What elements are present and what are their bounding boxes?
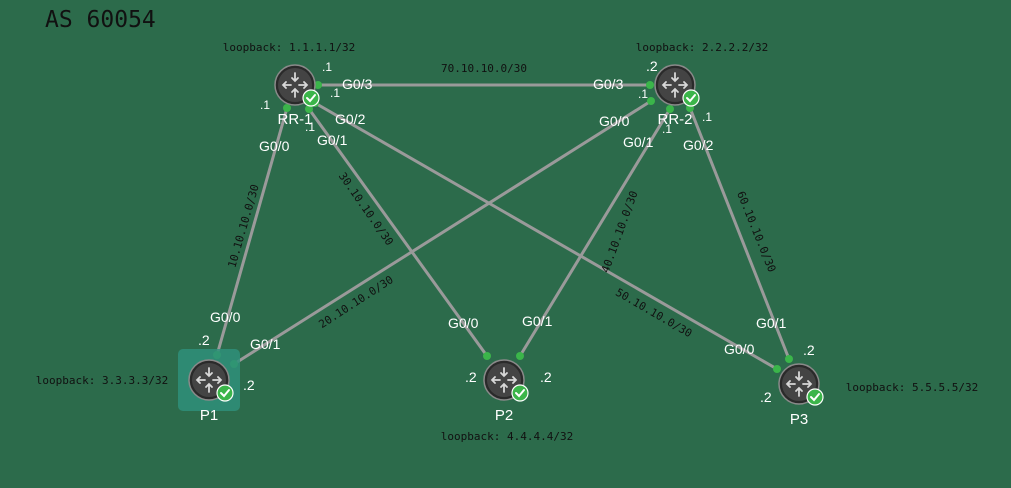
diagram-title: AS 60054 xyxy=(45,7,156,33)
link-subnet-label: 40.10.10.0/30 xyxy=(599,189,641,274)
loopback-label: loopback: 2.2.2.2/32 xyxy=(636,41,768,54)
port-dot xyxy=(646,81,654,89)
check-icon xyxy=(216,384,234,402)
port-dot xyxy=(773,365,781,373)
host-octet-label: .2 xyxy=(243,377,255,393)
link-l20[interactable] xyxy=(230,97,655,368)
interface-label: G0/1 xyxy=(623,134,654,150)
interface-label: G0/0 xyxy=(724,341,755,357)
interface-label: G0/1 xyxy=(250,336,281,352)
host-octet-label: .2 xyxy=(646,58,658,74)
link-subnet-label: 20.10.10.0/30 xyxy=(316,273,395,331)
node-rr1[interactable] xyxy=(274,64,320,107)
loopback-label: loopback: 3.3.3.3/32 xyxy=(36,374,168,387)
interface-label: G0/3 xyxy=(593,76,624,92)
node-p3[interactable] xyxy=(778,363,824,406)
host-octet-label: .2 xyxy=(540,369,552,385)
port-dot xyxy=(647,97,655,105)
node-name-label: P2 xyxy=(495,407,513,424)
link-line[interactable] xyxy=(688,106,791,361)
link-l60[interactable] xyxy=(686,104,793,363)
link-line[interactable] xyxy=(518,107,672,358)
host-octet-label: .2 xyxy=(465,369,477,385)
check-icon xyxy=(302,89,320,107)
router-icon xyxy=(483,359,525,401)
host-octet-label: .2 xyxy=(760,389,772,405)
host-octet-label: .1 xyxy=(305,120,315,134)
check-icon xyxy=(682,89,700,107)
node-name-label: P1 xyxy=(200,407,218,424)
node-p2[interactable] xyxy=(483,359,529,402)
node-p1[interactable] xyxy=(178,349,240,411)
link-line[interactable] xyxy=(232,99,653,366)
interface-label: G0/3 xyxy=(342,76,373,92)
port-dot xyxy=(283,104,291,112)
interface-label: G0/2 xyxy=(683,137,714,153)
link-subnet-label: 60.10.10.0/30 xyxy=(734,189,778,274)
check-icon xyxy=(806,388,824,406)
link-l70[interactable] xyxy=(314,81,654,89)
link-l40[interactable] xyxy=(516,105,674,360)
node-name-label: P3 xyxy=(790,411,808,428)
interface-label: G0/0 xyxy=(448,315,479,331)
loopback-label: loopback: 5.5.5.5/32 xyxy=(846,381,978,394)
interface-label: G0/0 xyxy=(210,309,241,325)
link-line[interactable] xyxy=(307,107,489,358)
interface-label: G0/1 xyxy=(756,315,787,331)
loopback-label: loopback: 1.1.1.1/32 xyxy=(223,41,355,54)
check-icon xyxy=(511,384,529,402)
interface-label: G0/1 xyxy=(317,132,348,148)
host-octet-label: .1 xyxy=(260,98,270,112)
port-dot xyxy=(483,352,491,360)
link-line[interactable] xyxy=(215,106,289,357)
host-octet-label: .1 xyxy=(330,86,340,100)
host-octet-label: .2 xyxy=(803,342,815,358)
link-line[interactable] xyxy=(313,101,779,371)
loopback-label: loopback: 4.4.4.4/32 xyxy=(441,430,573,443)
port-dot xyxy=(314,81,322,89)
interface-label: G0/0 xyxy=(599,113,630,129)
interface-label: G0/1 xyxy=(522,313,553,329)
host-octet-label: .2 xyxy=(198,332,210,348)
port-dot xyxy=(516,352,524,360)
host-octet-label: .1 xyxy=(702,110,712,124)
host-octet-label: .1 xyxy=(638,87,648,101)
interface-label: G0/0 xyxy=(259,138,290,154)
host-octet-label: .1 xyxy=(662,122,672,136)
node-name-label: RR-1 xyxy=(277,111,312,128)
host-octet-label: .1 xyxy=(322,60,332,74)
port-dot xyxy=(666,105,674,113)
node-name-label: RR-2 xyxy=(657,111,692,128)
interface-label: G0/2 xyxy=(335,111,366,127)
link-subnet-label: 70.10.10.0/30 xyxy=(441,62,527,75)
port-dot xyxy=(785,355,793,363)
link-subnet-label: 30.10.10.0/30 xyxy=(336,170,396,248)
port-dot xyxy=(305,105,313,113)
node-rr2[interactable] xyxy=(654,64,700,107)
link-l30[interactable] xyxy=(305,105,491,360)
